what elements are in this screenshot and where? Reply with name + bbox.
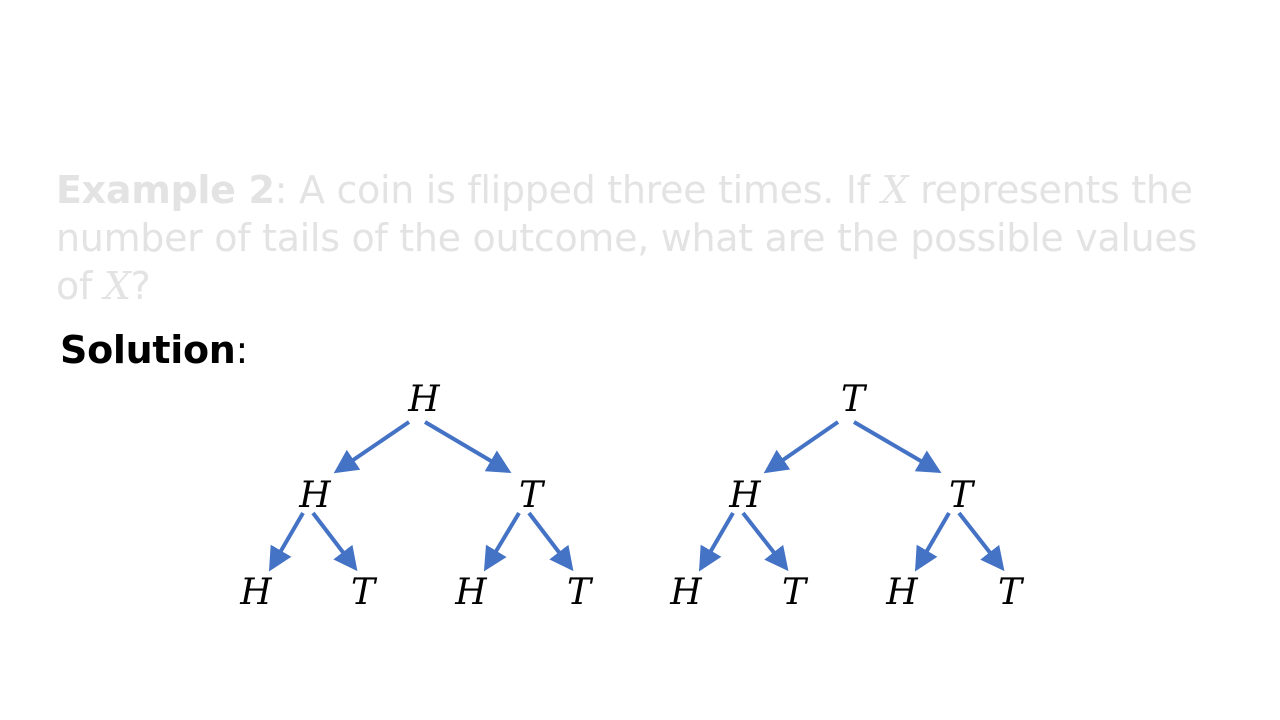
solution-heading: Solution: (60, 326, 248, 374)
tree-1-level3-node: T (567, 572, 594, 613)
tree-1-level3-node: H (239, 572, 272, 613)
tree-1-arrow-level2-to-level3 (483, 511, 521, 572)
example-text-2: represents the number of tails of the ou… (56, 168, 1198, 308)
tree-2-arrow-root-to-level2 (763, 420, 840, 474)
tree-arrows (268, 420, 1005, 572)
tree-2-level3-node: T (782, 572, 809, 613)
example-label: Example 2 (56, 168, 275, 212)
tree-1-root-node: H (407, 379, 440, 420)
tree-1-level2-node: H (298, 475, 331, 516)
tree-2-level2-node: H (728, 475, 761, 516)
tree-1-level3-node: H (454, 572, 487, 613)
solution-label: Solution (60, 328, 236, 372)
tree-2-arrow-level2-to-level3 (914, 511, 951, 572)
solution-colon: : (235, 328, 249, 372)
tree-1-arrow-root-to-level2 (423, 420, 512, 474)
tree-2-level2-node: T (949, 475, 976, 516)
tree-1-arrow-level2-to-level3 (527, 511, 574, 572)
tree-labels: H H T H T H T T H T H T H T (239, 379, 1025, 613)
tree-1-arrow-root-to-level2 (333, 420, 411, 474)
tree-1-level3-node: T (351, 572, 378, 613)
tree-2-arrow-level2-to-level3 (741, 511, 789, 572)
variable-x-1: X (881, 168, 909, 212)
tree-2-arrow-level2-to-level3 (698, 511, 735, 572)
tree-1-level2-node: T (519, 475, 546, 516)
tree-2-root-node: T (841, 379, 868, 420)
variable-x-2: X (103, 264, 131, 308)
tree-2-level3-node: H (669, 572, 702, 613)
tree-2-level3-node: H (885, 572, 918, 613)
tree-1-arrow-level2-to-level3 (311, 511, 358, 572)
tree-2-arrow-level2-to-level3 (957, 511, 1005, 572)
example-problem: Example 2: A coin is flipped three times… (56, 166, 1236, 310)
example-text-3: ? (130, 264, 151, 308)
example-text-1: : A coin is flipped three times. If (274, 168, 882, 212)
tree-2-arrow-root-to-level2 (852, 420, 942, 474)
tree-2-level3-node: T (998, 572, 1025, 613)
tree-1-arrow-level2-to-level3 (268, 511, 305, 572)
